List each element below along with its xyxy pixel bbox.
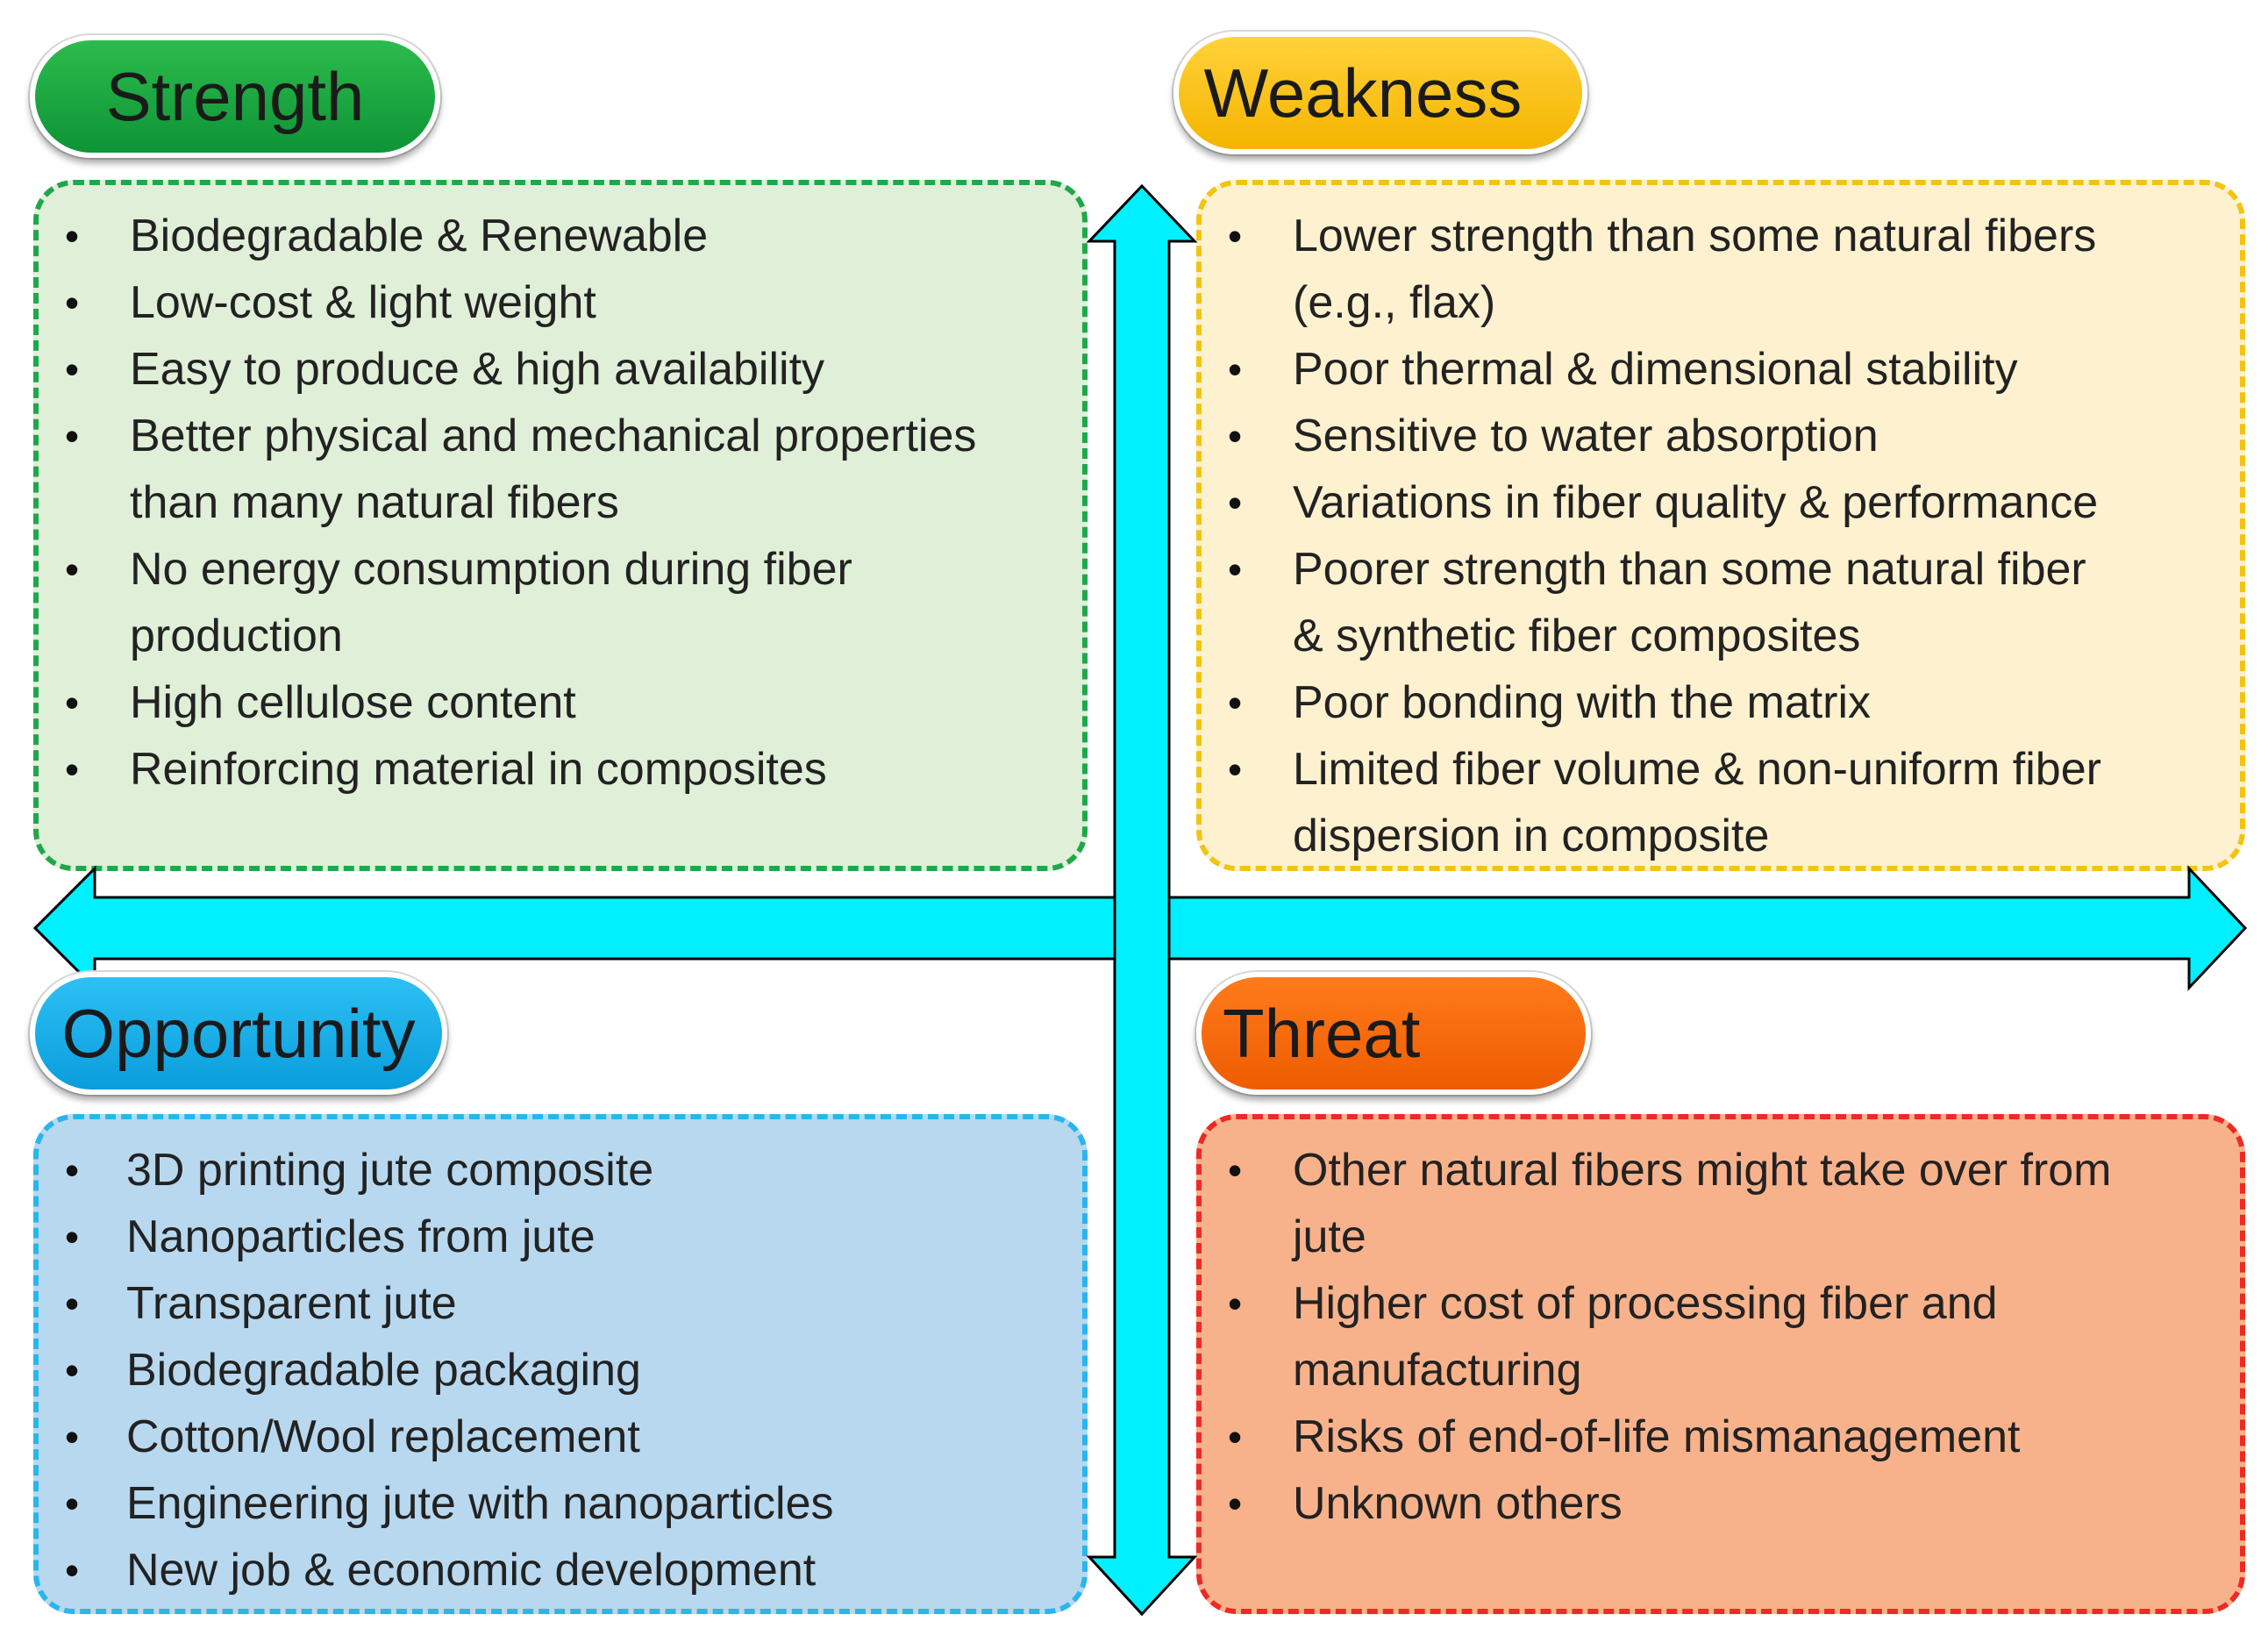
opportunity-box: 3D printing jute composite Nanoparticles… [33, 1114, 1088, 1614]
vertical-double-arrow [1086, 183, 1198, 1617]
opportunity-item: Cotton/Wool replacement [39, 1404, 1065, 1470]
weakness-item: Poor thermal & dimensional stability [1202, 336, 2222, 403]
strength-item: Reinforcing material in composites [39, 736, 1065, 803]
threat-item: Risks of end-of-life mismanagement [1202, 1404, 2222, 1470]
threat-item: Higher cost of processing fiber and [1202, 1270, 2222, 1337]
weakness-item: Poorer strength than some natural fiber [1202, 536, 2222, 603]
weakness-item-continuation: (e.g., flax) [1293, 277, 1496, 328]
weakness-item-continuation: & synthetic fiber composites [1293, 611, 1861, 661]
threat-item-continuation: manufacturing [1293, 1345, 1582, 1396]
threat-title: Threat [1196, 972, 1591, 1095]
weakness-title: Weakness [1173, 32, 1587, 154]
threat-item-continuation: jute [1293, 1211, 1366, 1262]
weakness-item-continuation: dispersion in composite [1293, 811, 1770, 861]
opportunity-item: 3D printing jute composite [39, 1137, 1065, 1204]
strength-list: Biodegradable & Renewable Low-cost & lig… [39, 203, 1065, 803]
strength-item-continuation: production [130, 611, 343, 661]
threat-list: Other natural fibers might take over fro… [1202, 1137, 2222, 1537]
threat-box: Other natural fibers might take over fro… [1196, 1114, 2245, 1614]
weakness-item: Variations in fiber quality & performanc… [1202, 469, 2222, 536]
opportunity-item: Transparent jute [39, 1270, 1065, 1337]
opportunity-item: Nanoparticles from jute [39, 1204, 1065, 1270]
strength-item: Biodegradable & Renewable [39, 203, 1065, 269]
weakness-list: Lower strength than some natural fibers … [1202, 203, 2222, 869]
opportunity-item: Biodegradable packaging [39, 1337, 1065, 1404]
strength-item: No energy consumption during fiber [39, 536, 1065, 603]
weakness-item: Limited fiber volume & non-uniform fiber [1202, 736, 2222, 803]
weakness-box: Lower strength than some natural fibers … [1196, 180, 2245, 871]
strength-item-continuation: than many natural fibers [130, 477, 619, 528]
strength-box: Biodegradable & Renewable Low-cost & lig… [33, 180, 1088, 871]
opportunity-item: New job & economic development [39, 1537, 1065, 1604]
opportunity-item: Engineering jute with nanoparticles [39, 1470, 1065, 1537]
strength-item: Better physical and mechanical propertie… [39, 403, 1065, 469]
strength-title: Strength [30, 35, 440, 158]
weakness-item: Sensitive to water absorption [1202, 403, 2222, 469]
weakness-item: Poor bonding with the matrix [1202, 669, 2222, 736]
threat-item: Other natural fibers might take over fro… [1202, 1137, 2222, 1204]
opportunity-list: 3D printing jute composite Nanoparticles… [39, 1137, 1065, 1604]
strength-item: High cellulose content [39, 669, 1065, 736]
opportunity-title: Opportunity [30, 972, 447, 1095]
strength-item: Easy to produce & high availability [39, 336, 1065, 403]
threat-item: Unknown others [1202, 1470, 2222, 1537]
strength-item: Low-cost & light weight [39, 269, 1065, 336]
weakness-item: Lower strength than some natural fibers [1202, 203, 2222, 269]
